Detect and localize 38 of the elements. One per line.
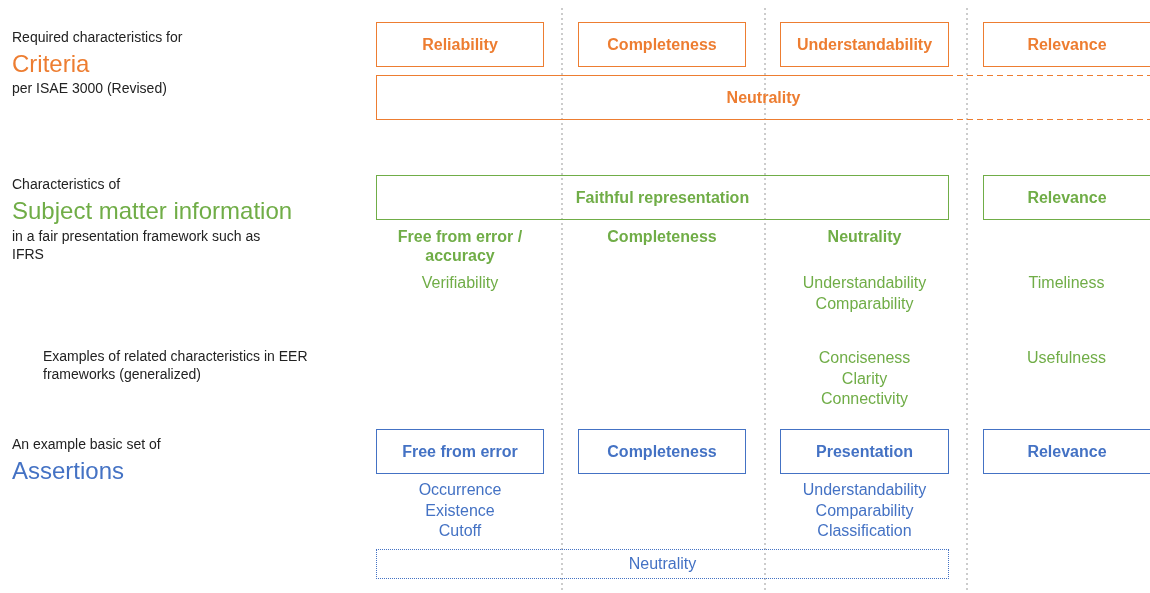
- row-heading: An example basic set of: [12, 436, 162, 454]
- characteristic-box: Free from error: [376, 429, 544, 474]
- characteristic-box: Faithful representation: [376, 175, 949, 220]
- characteristic-item: Verifiability: [420, 273, 500, 293]
- characteristic-box: Completeness: [578, 22, 746, 67]
- characteristic-box: Relevance: [983, 22, 1150, 67]
- characteristic-heading: Neutrality: [826, 227, 903, 247]
- characteristic-box: Presentation: [780, 429, 949, 474]
- characteristic-heading: Completeness: [606, 227, 718, 247]
- characteristic-item: Clarity: [840, 369, 889, 389]
- characteristic-item: Conciseness: [817, 348, 912, 368]
- row-heading: Required characteristics for: [12, 29, 184, 47]
- characteristic-item: Understandability: [801, 273, 928, 293]
- characteristic-item: Timeliness: [1027, 273, 1106, 293]
- characteristic-item: Comparability: [814, 294, 915, 314]
- row-title: Assertions: [12, 456, 126, 486]
- characteristic-item: Connectivity: [819, 389, 910, 409]
- characteristic-box: Understandability: [780, 22, 949, 67]
- characteristic-box: Relevance: [983, 429, 1150, 474]
- row-heading: in a fair presentation framework such as IFRS: [12, 228, 262, 263]
- assertion-item: Existence: [424, 501, 496, 521]
- characteristic-heading: Free from error / accuracy: [396, 227, 524, 266]
- characteristic-box: Completeness: [578, 429, 746, 474]
- assertion-item: Understandability: [801, 480, 928, 500]
- row-title: Subject matter information: [12, 196, 294, 226]
- characteristic-box: Neutrality: [376, 75, 1150, 120]
- assertion-item: Occurrence: [417, 480, 503, 500]
- row-heading: Examples of related characteristics in EER frameworks (generalized): [43, 348, 308, 383]
- assertion-item: Comparability: [814, 501, 915, 521]
- characteristic-box: Relevance: [983, 175, 1150, 220]
- row-heading: Characteristics of: [12, 176, 122, 194]
- dotted-box: Neutrality: [376, 549, 949, 579]
- assertion-item: Classification: [816, 521, 913, 541]
- characteristic-box: Reliability: [376, 22, 544, 67]
- row-title: Criteria: [12, 49, 91, 79]
- row-heading: per ISAE 3000 (Revised): [12, 80, 168, 98]
- assertion-item: Cutoff: [437, 521, 483, 541]
- characteristic-item: Usefulness: [1025, 348, 1108, 368]
